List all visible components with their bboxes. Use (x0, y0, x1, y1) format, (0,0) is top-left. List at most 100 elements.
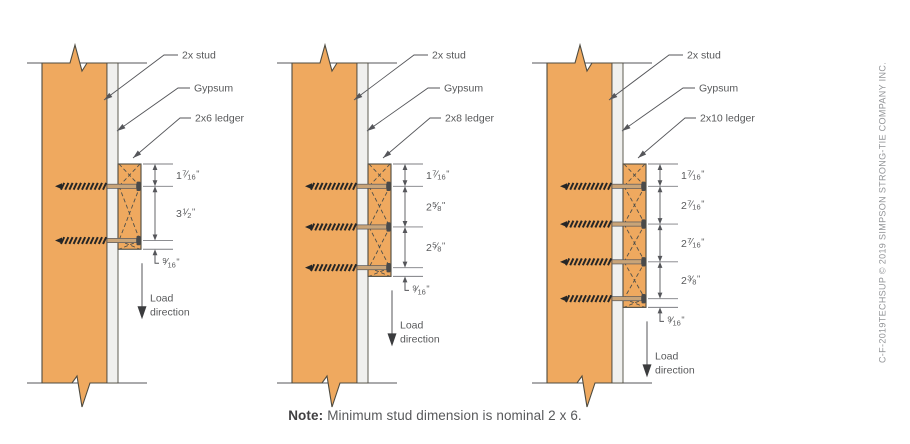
screw-thread (322, 223, 328, 231)
screw (560, 181, 646, 191)
load-label-line1: Load (655, 350, 679, 362)
note-label: Note: (288, 408, 324, 423)
screw-tip (560, 295, 567, 302)
dimension-elbow (154, 255, 159, 264)
arrowhead (657, 292, 663, 299)
screw-thread (602, 182, 608, 191)
callout-gypsum-label: Gypsum (444, 83, 483, 95)
screw-thread (322, 263, 328, 272)
dimension-label: 9⁄16" (667, 314, 684, 327)
callout-stud-leader (103, 54, 178, 101)
screw-thread (352, 223, 358, 231)
stud (41, 42, 108, 408)
screw-thread (565, 294, 571, 303)
screw-thread (602, 220, 608, 228)
callout-ledger-leader (382, 117, 441, 159)
dimension-label: 17⁄16" (176, 168, 199, 182)
dimension-elbow (659, 313, 664, 322)
arrowhead (657, 224, 663, 231)
callout-gypsum-leader (116, 87, 190, 132)
screw-thread (607, 220, 613, 228)
screw-thread (339, 182, 345, 191)
arrowhead (152, 186, 158, 193)
screw-thread (318, 223, 324, 231)
dimension-label: 23⁄8" (681, 273, 700, 287)
screw-shank (106, 183, 137, 189)
arrowhead (152, 249, 158, 256)
gypsum-layer (106, 62, 119, 384)
screw-thread (577, 294, 583, 303)
arrowhead (152, 164, 158, 170)
arrowhead (402, 276, 408, 283)
screw-thread (64, 236, 70, 245)
arrowhead (657, 180, 663, 187)
screw-thread (60, 182, 66, 191)
dimension-9-16: 9⁄16" (657, 307, 685, 327)
screw-shank (356, 183, 387, 189)
screw-thread (569, 294, 575, 303)
callout-ledger-label: 2x8 ledger (445, 113, 495, 125)
callout-stud-label: 2x stud (182, 50, 216, 62)
screw-shank (356, 224, 387, 230)
screw-thread (314, 263, 320, 272)
screw-thread (85, 236, 91, 245)
dimension-7-16: 17⁄16" (152, 164, 199, 187)
arrowhead (657, 307, 663, 314)
arrowhead (402, 164, 408, 170)
screw (560, 293, 646, 304)
screw-thread (577, 182, 583, 191)
arrowhead (383, 150, 392, 158)
screw-thread (577, 220, 583, 228)
arrowhead (402, 226, 408, 233)
screw-thread (335, 182, 341, 191)
screw-thread (335, 223, 341, 231)
dimension-label: 27⁄16" (681, 198, 704, 212)
dimension-1-2: 31⁄2" (152, 186, 195, 241)
screw-tip (560, 183, 567, 190)
dimension-5-8: 25⁄8" (402, 186, 445, 227)
screw-shank (611, 296, 642, 302)
screw-head (136, 181, 141, 191)
dimension-label: 25⁄8" (426, 241, 445, 255)
load-direction-arrowhead (387, 333, 397, 347)
hatch-line (118, 163, 141, 187)
dimension-label: 9⁄16" (412, 283, 429, 296)
dimension-7-16: 17⁄16" (657, 164, 704, 187)
arrowhead (152, 180, 158, 187)
screw-thread (339, 223, 345, 231)
arrowhead (367, 123, 376, 131)
screw-thread (607, 182, 613, 191)
screw-thread (326, 223, 332, 231)
screw-thread (590, 182, 596, 191)
screw (55, 181, 141, 191)
dimension-label: 17⁄16" (681, 168, 704, 182)
dimension-5-8: 25⁄8" (402, 226, 445, 268)
screw-tip (55, 237, 62, 244)
arrowhead (354, 92, 363, 100)
arrowhead (402, 180, 408, 187)
screw-thread (598, 182, 604, 191)
screw-thread (586, 220, 592, 228)
screw-thread (581, 220, 587, 228)
ledger (367, 163, 392, 277)
dimension-label: 17⁄16" (426, 168, 449, 182)
screw-thread (60, 236, 66, 245)
callout-gypsum-label: Gypsum (699, 83, 738, 95)
screw (55, 235, 141, 246)
screw-thread (76, 236, 82, 245)
arrowhead (657, 186, 663, 193)
screw-thread (343, 263, 349, 272)
arrowhead (104, 92, 113, 100)
hatch-line (368, 226, 391, 268)
callout-stud-leader (353, 54, 428, 101)
load-label-line1: Load (400, 319, 424, 331)
arrowhead (152, 234, 158, 241)
screw-thread (72, 236, 78, 245)
screw-head (641, 293, 646, 304)
